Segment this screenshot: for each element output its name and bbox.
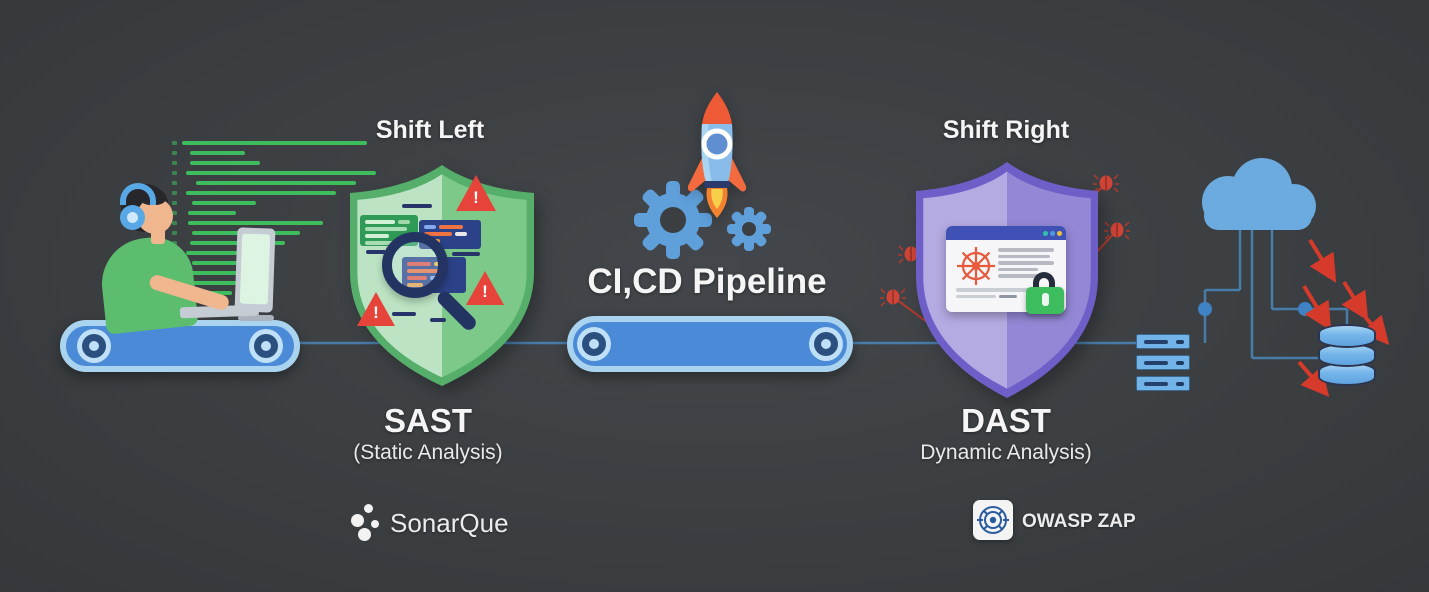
dast-title: DAST — [961, 402, 1051, 439]
headphones-band-icon — [120, 183, 156, 205]
network-node-dot — [1198, 302, 1212, 316]
server-unit — [1136, 376, 1190, 391]
bug-icon — [1104, 221, 1130, 240]
headphones-earcup-center — [127, 212, 138, 223]
warning-mark: ! — [482, 282, 488, 301]
warning-mark: ! — [473, 188, 479, 207]
server-dash — [1144, 340, 1168, 344]
owasp-zap-logo — [973, 500, 1013, 540]
developer-neck — [151, 228, 165, 244]
attack-arrow-icon — [1302, 284, 1332, 331]
browser-dot-icon — [1043, 231, 1048, 236]
sonarqube-dot-icon — [351, 514, 364, 527]
sonarqube-dot-icon — [358, 528, 371, 541]
server-led — [1176, 382, 1184, 386]
sonarqube-label: SonarQue — [390, 508, 509, 538]
browser-topbar — [946, 226, 1066, 240]
shift-left-label: Shift Left — [375, 116, 485, 144]
server-unit — [1136, 334, 1190, 349]
code-dash — [392, 312, 416, 316]
browser-text-lines — [956, 288, 1030, 301]
code-dash — [402, 204, 432, 208]
gear-icon — [634, 181, 712, 259]
dast-subtitle: Dynamic Analysis) — [920, 441, 1092, 464]
monitor-base — [238, 315, 274, 321]
code-dash — [430, 318, 446, 322]
server-unit — [1136, 355, 1190, 370]
warning-mark: ! — [373, 303, 379, 322]
lock-shackle — [1033, 272, 1055, 294]
server-dash — [1144, 382, 1168, 386]
shift-right-label: Shift Right — [942, 116, 1070, 144]
rocket-icon — [687, 92, 747, 218]
attack-arrow-icon — [1308, 238, 1337, 283]
sonarqube-dot-icon — [364, 504, 373, 513]
server-led — [1176, 340, 1184, 344]
monitor-screen — [239, 233, 271, 305]
conveyor-roller-icon — [577, 327, 611, 361]
conveyor-roller-icon — [77, 329, 111, 363]
gear-icon — [727, 207, 771, 251]
server-dash — [1144, 361, 1168, 365]
browser-text-lines — [998, 248, 1054, 281]
cloud-icon — [1202, 158, 1316, 230]
bug-icon — [880, 288, 906, 307]
magnifier-icon — [382, 232, 448, 298]
pipeline-title: CI,CD Pipeline — [587, 262, 827, 301]
server-led — [1176, 361, 1184, 365]
code-dash — [452, 252, 480, 256]
browser-dot-icon — [1057, 231, 1062, 236]
owasp-zap-emblem-icon — [977, 506, 1009, 534]
conveyor-roller-icon — [809, 327, 843, 361]
zap-wheel-icon — [957, 247, 995, 285]
owasp-zap-label: OWASP ZAP — [1022, 511, 1136, 532]
conveyor-belt-center-body — [567, 316, 853, 372]
database-disk — [1318, 324, 1376, 348]
lock-keyhole — [1042, 293, 1049, 306]
conveyor-roller-icon — [249, 329, 283, 363]
code-report-panel-green — [360, 215, 418, 246]
developer-hand — [212, 295, 228, 307]
sast-subtitle: (Static Analysis) — [353, 441, 503, 464]
network-node-dot — [1298, 302, 1312, 316]
sonarqube-dot-icon — [371, 520, 379, 528]
sonarqube-logo — [350, 503, 384, 541]
code-dash — [366, 250, 386, 254]
sast-title: SAST — [383, 402, 472, 439]
browser-dot-icon — [1050, 231, 1055, 236]
attack-arrow-icon — [1341, 280, 1369, 321]
